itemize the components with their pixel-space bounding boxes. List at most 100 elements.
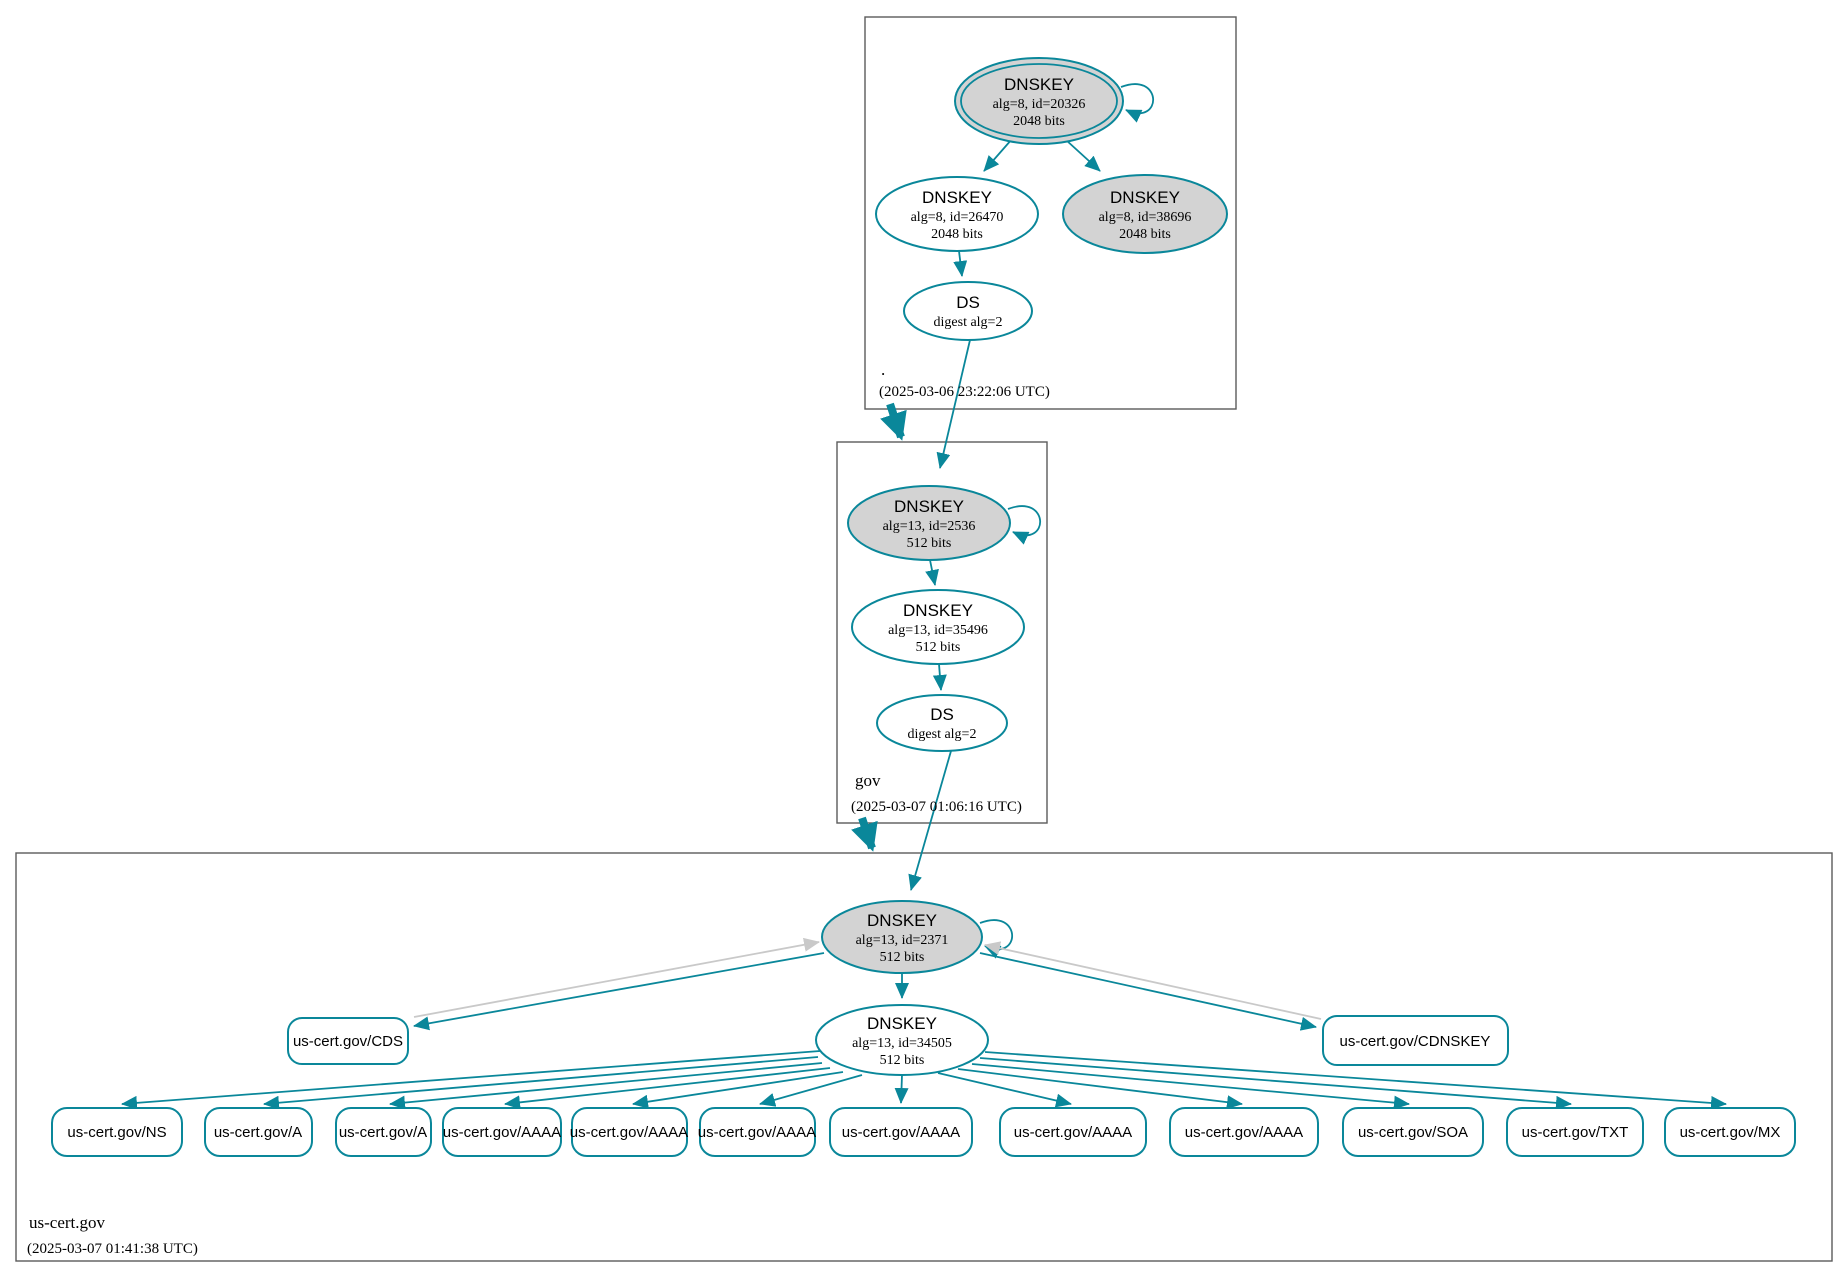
gov-zsk-ellipse xyxy=(851,589,1025,665)
cds-node[interactable]: us-cert.gov/CDS xyxy=(287,1017,409,1065)
rrset-aaaa1-label: us-cert.gov/AAAA xyxy=(443,1124,561,1141)
gov-ksk-node[interactable]: DNSKEY alg=13, id=2536 512 bits xyxy=(847,485,1011,561)
gov-ksk-algid: alg=13, id=2536 xyxy=(883,519,976,534)
root-ds-type: DS xyxy=(956,293,980,312)
edge-ksk-to-cdnskey xyxy=(979,952,1317,1031)
rrset-soa-rect xyxy=(1342,1107,1484,1157)
rrset-txt-label: us-cert.gov/TXT xyxy=(1522,1124,1629,1141)
edge-zsk-to-aaaa3 xyxy=(759,1074,863,1107)
edge-gov-ksk-selfloop xyxy=(1007,505,1042,545)
uscert-ksk-type: DNSKEY xyxy=(867,911,937,930)
root-zsk-algid: alg=8, id=26470 xyxy=(911,210,1004,225)
rrset-a1-label: us-cert.gov/A xyxy=(214,1124,302,1141)
edge-delegation-root-to-gov xyxy=(880,402,907,441)
root-zone-timestamp: (2025-03-06 23:22:06 UTC) xyxy=(879,384,1050,400)
root-ksk-algid: alg=8, id=20326 xyxy=(993,97,1086,112)
edges xyxy=(121,83,1727,1110)
cds-rect xyxy=(287,1017,409,1065)
gov-zsk-bits: 512 bits xyxy=(916,640,961,655)
root-ds-node[interactable]: DS digest alg=2 xyxy=(903,281,1033,341)
uscert-zone-label: us-cert.gov xyxy=(29,1213,106,1232)
edge-zsk-to-a2 xyxy=(389,1062,823,1110)
root-ksk-type: DNSKEY xyxy=(1004,75,1074,94)
gov-zsk-node[interactable]: DNSKEY alg=13, id=35496 512 bits xyxy=(851,589,1025,665)
cds-label: us-cert.gov/CDS xyxy=(293,1033,403,1050)
edge-root-zsk-to-ds xyxy=(953,250,968,277)
uscert-zsk-type: DNSKEY xyxy=(867,1014,937,1033)
uscert-zsk-algid: alg=13, id=34505 xyxy=(852,1036,952,1051)
root-ds-detail: digest alg=2 xyxy=(934,315,1003,330)
uscert-ksk-bits: 512 bits xyxy=(880,950,925,965)
edge-zsk-to-txt xyxy=(979,1057,1572,1110)
root-ds-ellipse xyxy=(903,281,1033,341)
root-zone-box xyxy=(864,16,1237,410)
rrset-aaaa1-node[interactable]: us-cert.gov/AAAA xyxy=(442,1107,562,1157)
rrset-a2-rect xyxy=(335,1107,432,1157)
rrset-mx-node[interactable]: us-cert.gov/MX xyxy=(1664,1107,1796,1157)
gov-ksk-ellipse xyxy=(847,485,1011,561)
gov-ds-node[interactable]: DS digest alg=2 xyxy=(876,694,1008,752)
edge-uscert-ksk-selfloop xyxy=(979,919,1014,959)
edge-gov-ds-to-uscert-ksk xyxy=(908,750,952,891)
rrset-a1-node[interactable]: us-cert.gov/A xyxy=(204,1107,313,1157)
rrset-aaaa6-node[interactable]: us-cert.gov/AAAA xyxy=(1169,1107,1319,1157)
root-dnskey-38696-node[interactable]: DNSKEY alg=8, id=38696 2048 bits xyxy=(1062,174,1228,254)
uscert-zsk-ellipse xyxy=(815,1004,989,1076)
rrset-aaaa2-rect xyxy=(571,1107,688,1157)
gov-ds-detail: digest alg=2 xyxy=(908,727,977,742)
rrset-a1-rect xyxy=(204,1107,313,1157)
uscert-zsk-node[interactable]: DNSKEY alg=13, id=34505 512 bits xyxy=(815,1004,989,1076)
cdnskey-node[interactable]: us-cert.gov/CDNSKEY xyxy=(1322,1015,1509,1066)
edge-zsk-to-mx xyxy=(984,1051,1727,1110)
gov-ksk-bits: 512 bits xyxy=(907,536,952,551)
edge-root-ksk-to-zsk xyxy=(983,138,1013,172)
rrset-aaaa4-node[interactable]: us-cert.gov/AAAA xyxy=(829,1107,973,1157)
rrset-aaaa6-label: us-cert.gov/AAAA xyxy=(1185,1124,1303,1141)
rrset-aaaa5-label: us-cert.gov/AAAA xyxy=(1014,1124,1132,1141)
root-zone-label: . xyxy=(881,360,885,379)
edge-gov-zsk-to-ds xyxy=(932,663,947,691)
root-zsk-type: DNSKEY xyxy=(922,188,992,207)
root-ksk-inner-ellipse xyxy=(960,63,1118,139)
gov-zone-timestamp: (2025-03-07 01:06:16 UTC) xyxy=(851,799,1022,815)
uscert-ksk-node[interactable]: DNSKEY alg=13, id=2371 512 bits xyxy=(821,900,983,974)
gov-ds-type: DS xyxy=(930,705,954,724)
gov-zone-box xyxy=(836,441,1048,824)
rrset-aaaa1-rect xyxy=(442,1107,562,1157)
edge-zsk-to-aaaa6 xyxy=(957,1068,1243,1110)
edge-zsk-to-a1 xyxy=(263,1056,819,1110)
rrset-ns-label: us-cert.gov/NS xyxy=(67,1124,166,1141)
root-ksk-node[interactable]: DNSKEY alg=8, id=20326 2048 bits xyxy=(954,57,1124,145)
edge-cds-to-ksk-gray xyxy=(413,937,820,1018)
rrset-aaaa2-label: us-cert.gov/AAAA xyxy=(570,1124,688,1141)
edge-zsk-to-aaaa1 xyxy=(504,1067,831,1110)
rrset-a2-label: us-cert.gov/A xyxy=(339,1124,427,1141)
rrset-txt-node[interactable]: us-cert.gov/TXT xyxy=(1506,1107,1644,1157)
uscert-zsk-bits: 512 bits xyxy=(880,1053,925,1068)
rrset-ns-node[interactable]: us-cert.gov/NS xyxy=(51,1107,183,1157)
root-key38696-type: DNSKEY xyxy=(1110,188,1180,207)
rrset-aaaa6-rect xyxy=(1169,1107,1319,1157)
root-zsk-node[interactable]: DNSKEY alg=8, id=26470 2048 bits xyxy=(875,176,1039,252)
rrset-soa-node[interactable]: us-cert.gov/SOA xyxy=(1342,1107,1484,1157)
rrset-soa-label: us-cert.gov/SOA xyxy=(1358,1124,1468,1141)
gov-zone-label: gov xyxy=(855,771,881,790)
rrset-a2-node[interactable]: us-cert.gov/A xyxy=(335,1107,432,1157)
root-key38696-ellipse xyxy=(1062,174,1228,254)
rrset-aaaa3-rect xyxy=(699,1107,816,1157)
uscert-zone-box xyxy=(15,852,1833,1262)
edge-gov-ksk-to-zsk xyxy=(925,559,939,586)
rrset-aaaa2-node[interactable]: us-cert.gov/AAAA xyxy=(570,1107,688,1157)
cdnskey-label: us-cert.gov/CDNSKEY xyxy=(1340,1033,1491,1050)
edge-zsk-to-aaaa2 xyxy=(632,1071,844,1109)
rrset-aaaa5-node[interactable]: us-cert.gov/AAAA xyxy=(999,1107,1147,1157)
edge-ksk-to-cds xyxy=(413,952,825,1031)
root-key38696-algid: alg=8, id=38696 xyxy=(1099,210,1192,225)
edge-root-ds-to-gov-ksk xyxy=(936,339,971,469)
root-zsk-ellipse xyxy=(875,176,1039,252)
edge-zsk-to-aaaa5 xyxy=(937,1072,1072,1108)
root-ksk-bits: 2048 bits xyxy=(1013,114,1065,129)
rrset-aaaa3-node[interactable]: us-cert.gov/AAAA xyxy=(698,1107,816,1157)
root-zsk-bits: 2048 bits xyxy=(931,227,983,242)
rrset-aaaa3-label: us-cert.gov/AAAA xyxy=(698,1124,816,1141)
